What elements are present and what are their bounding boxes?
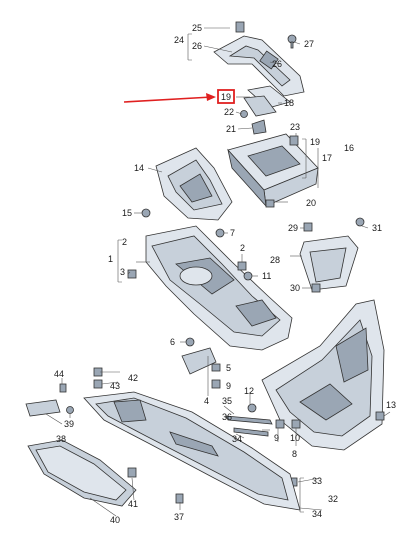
callout-44: 44: [54, 369, 64, 379]
callout-2b: 2: [240, 243, 245, 253]
callout-8: 8: [292, 449, 297, 459]
callout-16: 16: [344, 143, 354, 153]
callout-29: 29: [288, 223, 298, 233]
callout-22: 22: [224, 107, 234, 117]
part-console-body: [145, 225, 293, 351]
callout-31: 31: [372, 223, 382, 233]
callout-28: 28: [270, 255, 280, 265]
callout-43: 43: [110, 381, 120, 391]
screw-11: [243, 271, 253, 281]
clip-25: [235, 21, 245, 33]
clip-44: [59, 383, 67, 393]
callout-37: 37: [174, 512, 184, 522]
clip-9-upper: [211, 379, 221, 389]
part-rod-34: [233, 427, 269, 437]
callout-41: 41: [128, 499, 138, 509]
callout-6: 6: [170, 337, 175, 347]
callout-27: 27: [304, 39, 314, 49]
clip-9-lower: [275, 419, 285, 429]
callout-labels: 25 24 26 27 26 19 18 22 21 23 19 16 17 2…: [54, 23, 396, 525]
callout-12: 12: [244, 386, 254, 396]
part-side-panel-40: [27, 439, 137, 507]
screw-7: [215, 228, 225, 238]
callout-9b: 9: [274, 433, 279, 443]
callout-20: 20: [306, 198, 316, 208]
clip-37: [175, 493, 184, 504]
callout-18: 18: [284, 98, 294, 108]
callout-39: 39: [64, 419, 74, 429]
callout-35: 35: [222, 396, 232, 406]
callout-34: 34: [232, 434, 242, 444]
callout-2: 2: [122, 237, 127, 247]
callout-17: 17: [322, 153, 332, 163]
screw-15: [141, 208, 151, 218]
callout-24: 24: [174, 35, 184, 45]
callout-15: 15: [122, 208, 132, 218]
clip-20: [265, 199, 275, 208]
clip-43: [93, 379, 103, 389]
part-rod-36: [225, 415, 273, 425]
callout-3: 3: [120, 267, 125, 277]
clip-2: [237, 261, 247, 271]
callout-14: 14: [134, 163, 144, 173]
part-lower-bracket: [181, 347, 217, 375]
screw-31: [355, 217, 365, 227]
callout-32: 32: [328, 494, 338, 504]
callout-33: 33: [312, 476, 322, 486]
highlight-box: [217, 89, 235, 104]
part-center-bracket: [155, 147, 233, 221]
screw-22: [240, 110, 248, 118]
callout-9a: 9: [226, 381, 231, 391]
callout-19: 19: [221, 92, 231, 102]
callout-5: 5: [226, 363, 231, 373]
part-rear-housing: [261, 299, 385, 451]
callout-30: 30: [290, 283, 300, 293]
callout-4: 4: [204, 396, 209, 406]
clip-10: [291, 419, 301, 429]
callout-25: 25: [192, 23, 202, 33]
clip-23: [289, 135, 299, 146]
part-trim-38: [25, 399, 61, 417]
callout-23: 23: [290, 122, 300, 132]
clip-30: [311, 283, 321, 293]
screw-39: [66, 406, 74, 414]
clip-41: [127, 467, 137, 478]
callout-13: 13: [386, 400, 396, 410]
part-cup-holder: [299, 235, 359, 291]
leader-lines: [45, 27, 391, 517]
highlight-arrow: [123, 93, 216, 103]
part-storage-tray: [227, 133, 319, 208]
clip-5: [211, 363, 221, 372]
callout-34b: 34: [312, 509, 322, 519]
callout-10: 10: [290, 433, 300, 443]
clip-29: [303, 222, 313, 232]
callout-1: 1: [108, 254, 113, 264]
callout-36: 36: [222, 412, 232, 422]
clip-3: [127, 269, 137, 279]
callout-19b: 19: [310, 137, 320, 147]
screw-6: [185, 337, 195, 347]
screw-27: [287, 34, 297, 49]
callout-38: 38: [56, 434, 66, 444]
part-cover-19: [243, 85, 291, 117]
clip-13: [375, 411, 385, 421]
screw-12: [247, 403, 257, 413]
callout-21: 21: [226, 124, 236, 134]
callout-11: 11: [262, 271, 271, 281]
callout-26b: 26: [272, 59, 282, 69]
part-side-trim: [83, 391, 301, 511]
callout-26: 26: [192, 41, 202, 51]
bracket-21: [251, 119, 267, 135]
callout-40: 40: [110, 515, 120, 525]
part-trim-frame: [213, 35, 305, 97]
callout-42: 42: [128, 373, 138, 383]
callout-7: 7: [230, 228, 235, 238]
